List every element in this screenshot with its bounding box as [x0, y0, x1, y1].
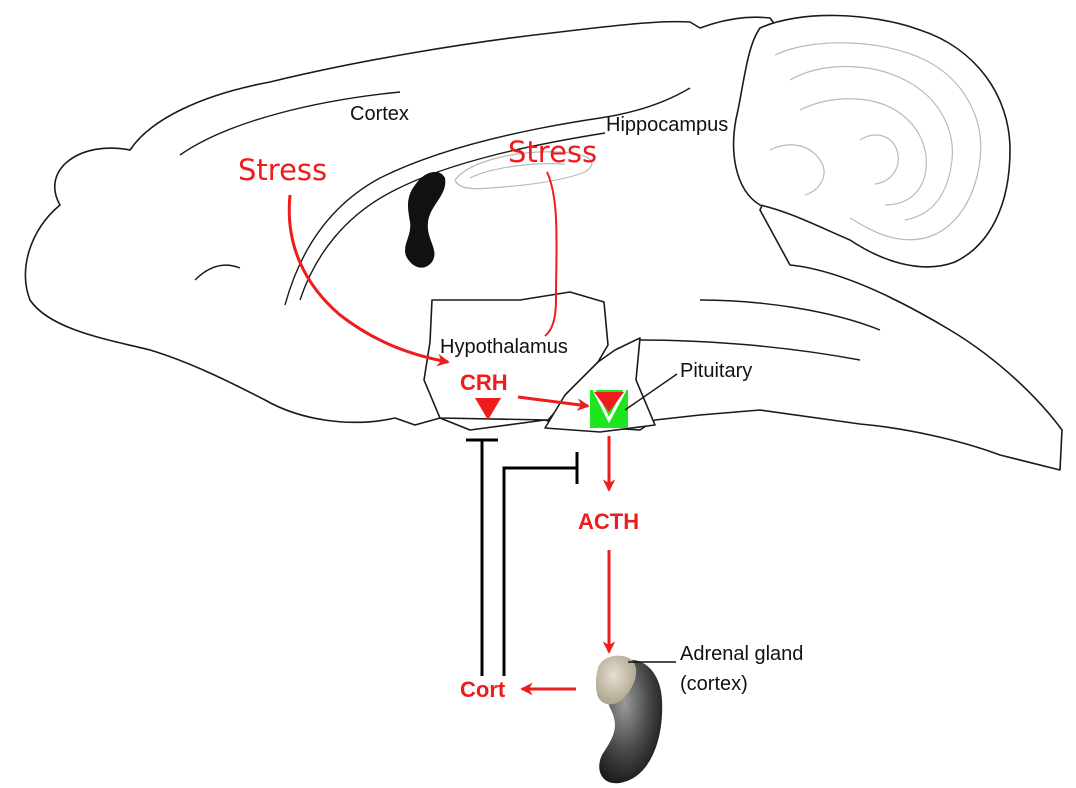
cerebellum-outline [734, 15, 1010, 266]
cortex-label: Cortex [350, 103, 409, 125]
inhibition-pathways [466, 440, 577, 676]
cerebellum [734, 15, 1010, 266]
cort-inhibits-pituitary [504, 468, 577, 676]
hippocampus-label: Hippocampus [606, 114, 728, 136]
stress-cortex-label: Stress [238, 153, 327, 187]
acth-label: ACTH [578, 509, 639, 534]
adrenal-cortex-label: (cortex) [680, 673, 748, 695]
stress-hippocampus-label: Stress [508, 135, 597, 169]
crh-label: CRH [460, 370, 508, 395]
kidney-adrenal-icon [596, 656, 676, 784]
pituitary-label: Pituitary [680, 360, 752, 382]
cort-label: Cort [460, 677, 506, 702]
adrenal-gland-label: Adrenal gland [680, 643, 803, 665]
hypothalamus-label: Hypothalamus [440, 336, 568, 358]
